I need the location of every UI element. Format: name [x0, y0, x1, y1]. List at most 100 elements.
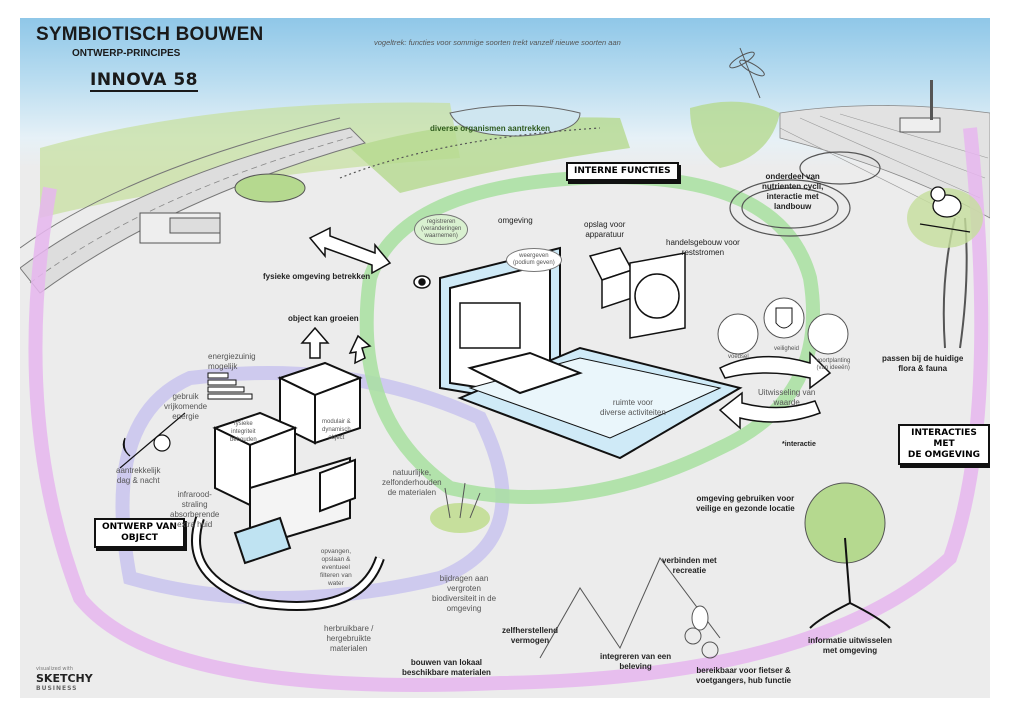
growth-arrows [300, 326, 372, 365]
stage-platform [439, 246, 743, 460]
label-voortplanting: voortplanting (van ideeën) [816, 358, 850, 372]
sun-moon-drawing [119, 412, 186, 469]
credit-text: visualized with [36, 666, 74, 672]
label-bouwen-lokaal: bouwen van lokaal beschikbare materialen [402, 658, 491, 678]
label-line: opvangen, [320, 548, 352, 555]
label-gezonde-locatie: omgeving gebruiken voor veilige en gezon… [696, 494, 795, 514]
plants-biodiversity-drawing [430, 482, 490, 533]
pond [449, 105, 581, 137]
background-illustration [20, 47, 990, 692]
sketchy-business-logo: visualized with SKETCHY BUSINESS [36, 664, 93, 694]
label-line: interactie met [766, 192, 819, 201]
project-name: INNOVA 58 [90, 70, 199, 92]
label-voedsel: voedsel [728, 354, 749, 360]
label-line: hergebruikte [326, 634, 371, 643]
label-uitwisseling: Uitwisseling van waarde [758, 388, 815, 408]
section-interacties-omgeving: INTERACTIES MET DE OMGEVING [898, 424, 990, 465]
label-line: bereikbaar voor fietser & [696, 666, 791, 675]
dragonfly-drawing [729, 47, 765, 99]
label-line: beschikbare materialen [402, 668, 491, 677]
label-informatie: informatie uitwisselen met omgeving [808, 636, 892, 656]
page-subtitle: ONTWERP-PRINCIPES [72, 48, 181, 59]
label-veiligheid: veiligheid [774, 346, 800, 352]
section-interne-functies: INTERNE FUNCTIES [566, 162, 679, 181]
label-line: waarde [773, 398, 800, 407]
label-line: modulair & [322, 419, 351, 425]
value-icons [717, 297, 849, 355]
tree-roots-drawing [804, 482, 891, 629]
robin-bird-drawing [919, 186, 971, 233]
label-gebruik-energie: gebruik vrijkomende energie [164, 392, 207, 422]
bird-migration-note: vogeltrek: functies voor sommige soorten… [374, 38, 621, 47]
label-line: extra huid [177, 520, 213, 529]
label-line: vrijkomende [164, 402, 208, 411]
label-diverse-organismen: diverse organismen aantrekken [430, 124, 551, 133]
brand-name: SKETCHY [36, 672, 93, 685]
label-line: energie [172, 412, 199, 421]
label-line: (veranderingen [421, 226, 462, 232]
label-line: infrarood- [177, 490, 212, 499]
label-herbruikbare: herbruikbare / hergebruikte materialen [324, 624, 373, 654]
label-line: nutrienten cycli, [762, 182, 824, 191]
label-line: ruimte voor [612, 398, 653, 407]
section-ontwerp-object: ONTWERP VAN OBJECT [94, 518, 185, 548]
label-line: bijdragen aan [439, 574, 489, 583]
label-line: materialen [330, 644, 368, 653]
nutrient-cycle-arrows [729, 151, 881, 237]
label-line: (podium geven) [513, 260, 555, 266]
label-line: Uitwisseling van [758, 388, 816, 397]
section-ontwerp-line1: ONTWERP VAN [102, 522, 177, 532]
label-beleving: integreren van een beleving [600, 652, 671, 672]
label-flora-fauna: passen bij de huidige flora & fauna [882, 354, 963, 374]
label-line: eventueel [321, 564, 350, 571]
tree-line [339, 127, 601, 179]
label-line: dag & nacht [116, 476, 160, 485]
label-nutrienten: onderdeel van nutrienten cycli, interact… [762, 172, 823, 212]
label-weergeven: weergeven (podium geven) [506, 248, 562, 272]
section-ontwerp-line2: OBJECT [121, 533, 158, 543]
label-line: verbinden met [662, 556, 717, 565]
label-line: passen bij de huidige [882, 354, 964, 363]
value-exchange-arrows [718, 351, 832, 430]
label-line: handelsgebouw voor [666, 238, 740, 247]
label-line: object [328, 435, 345, 441]
label-line: integreren van een [600, 652, 672, 661]
label-line: natuurlijke, [392, 468, 432, 477]
label-line: diverse activiteiten [600, 408, 666, 417]
label-line: met omgeving [822, 646, 878, 655]
label-line: mogelijk [208, 362, 238, 371]
label-fysieke-integriteit: fysieke integriteit behouden [230, 420, 257, 444]
label-fysieke-omgeving: fysieke omgeving betrekken [263, 272, 371, 281]
label-line: fysieke [234, 421, 253, 427]
label-line: zelfherstellend [502, 626, 559, 635]
label-zelfherstellend: zelfherstellend vermogen [502, 626, 558, 646]
label-object-groeien: object kan groeien [288, 314, 359, 323]
label-opvangen: opvangen, opslaan & eventueel filteren v… [320, 548, 352, 588]
eye-drawing [413, 275, 431, 289]
label-line: filteren van [320, 572, 352, 579]
brand-sub: BUSINESS [36, 685, 78, 692]
label-line: (van ideeën) [816, 365, 850, 371]
purple-loop [115, 366, 510, 605]
label-line: de materialen [387, 488, 437, 497]
gas-station [139, 173, 306, 244]
page-title: SYMBIOTISCH BOUWEN [36, 24, 264, 45]
label-line: energiezuinig [208, 352, 256, 361]
label-line: voetgangers, hub functie [696, 676, 792, 685]
label-line: biodiversiteit in de [432, 594, 497, 603]
label-line: herbruikbare / [324, 624, 374, 633]
label-line: landbouw [774, 202, 812, 211]
grass-field-right [690, 101, 780, 168]
label-interactie: *interactie [782, 441, 816, 448]
label-opslag: opslag voor apparatuur [584, 220, 625, 240]
label-modulair: modulair & dynamisch object [322, 418, 351, 442]
double-arrow-fysieke [308, 226, 392, 275]
label-line: onderdeel van [765, 172, 820, 181]
label-omgeving: omgeving [498, 216, 533, 225]
label-handelsgebouw: handelsgebouw voor reststromen [666, 238, 740, 258]
label-line: behouden [230, 437, 257, 443]
recycling-panel-drawing [629, 252, 686, 339]
label-line: zelfonderhouden [382, 478, 442, 487]
label-registreren: registreren (veranderingen waarnemen) [414, 214, 469, 245]
label-energiezuinig: energiezuinig mogelijk [208, 352, 256, 372]
